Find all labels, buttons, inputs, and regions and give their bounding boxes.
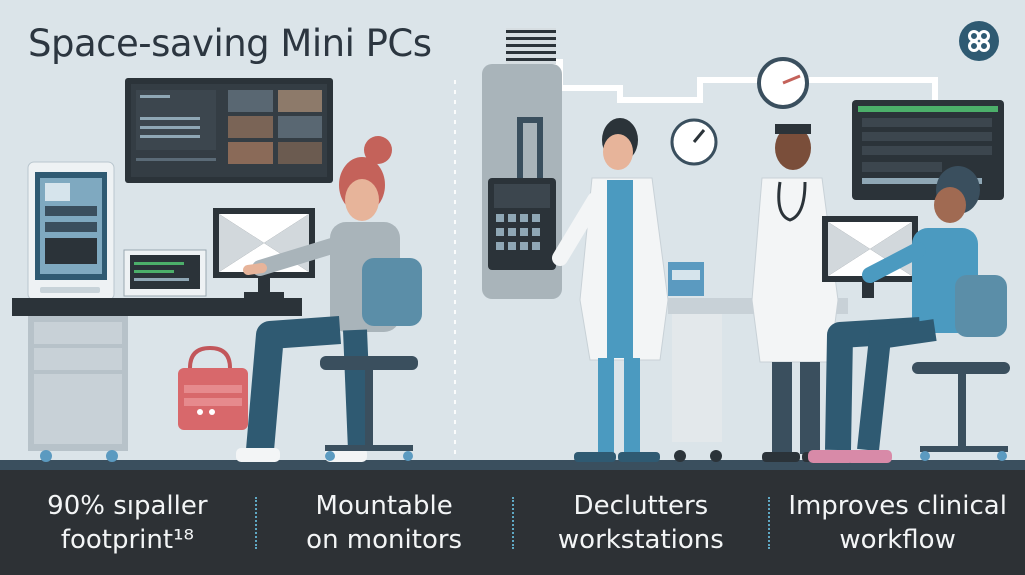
feature-line: on monitors [306,524,463,555]
red-bag [178,345,248,430]
feature-declutters: Declutters workstations [514,489,769,557]
doctor-female [552,118,669,462]
medical-cart [27,161,115,301]
page-title: Space-saving Mini PCs [28,22,432,65]
feature-mountable: Mountable on monitors [257,489,512,557]
feature-separator [511,496,514,549]
illustration-scene [0,28,1025,470]
feature-line: workstations [557,524,724,555]
feature-line: workflow [839,524,956,555]
feature-separator [254,496,257,549]
feature-separator [768,496,771,549]
left-desk [12,298,302,462]
gauge-large [757,57,809,109]
wall-monitor [125,78,333,183]
gauge-small [670,118,718,166]
feature-bar: 90% sıpaller footprint¹⁸ Mountable on mo… [0,470,1025,575]
feature-footprint: 90% sıpaller footprint¹⁸ [0,489,255,557]
doctor-male [751,124,840,462]
right-desk-monitor [822,216,918,298]
feature-line: Improves clinical [788,490,1007,521]
feature-line: Mountable [315,490,453,521]
mini-pc-display [123,249,207,297]
feature-line: Declutters [573,490,709,521]
chair-left [320,258,422,461]
imaging-tower [482,28,562,299]
chair-right [912,275,1010,461]
feature-line: 90% sıpaller [47,490,208,521]
x-knot-icon [959,21,999,61]
feature-workflow: Improves clinical workflow [770,489,1025,557]
vitals-monitor [852,100,1004,200]
feature-line: footprint¹⁸ [60,524,194,555]
